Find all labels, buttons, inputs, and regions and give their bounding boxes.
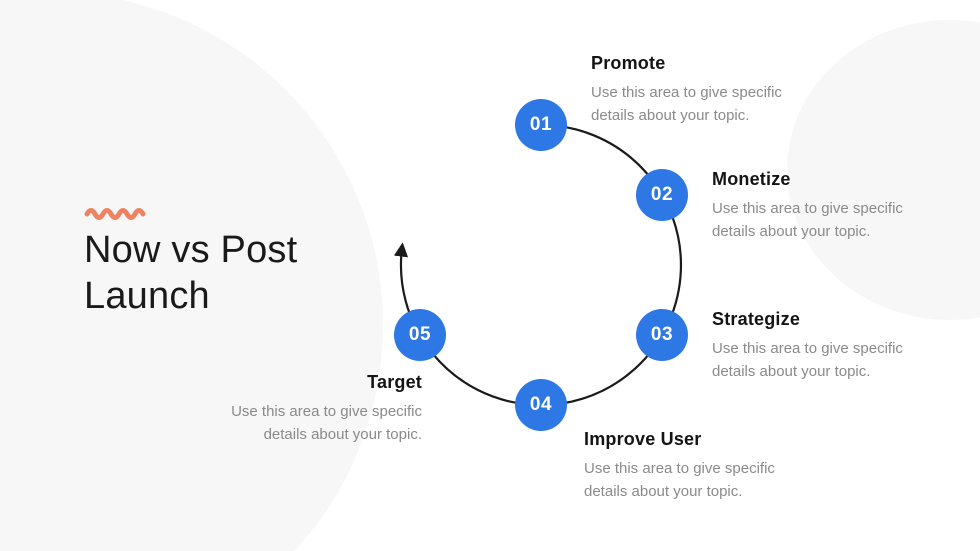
- step-label: Strategize: [712, 309, 801, 329]
- step-item-strategize: Strategize Use this area to give specifi…: [712, 308, 927, 383]
- step-label: Promote: [591, 53, 666, 73]
- step-number: 02: [650, 184, 674, 205]
- step-label: Improve User: [584, 429, 702, 449]
- step-number: 01: [529, 114, 553, 135]
- step-description: Use this area to give specific details a…: [591, 84, 782, 124]
- step-label: Target: [367, 372, 422, 392]
- title-block: Now vs Post Launch: [84, 204, 374, 319]
- step-circle-03: 03: [636, 309, 688, 361]
- step-number: 03: [650, 324, 674, 345]
- step-number: 04: [529, 394, 553, 415]
- squiggle-icon: [84, 208, 146, 220]
- slide-title: Now vs Post Launch: [84, 229, 298, 317]
- step-item-promote: Promote Use this area to give specific d…: [591, 52, 806, 127]
- step-label: Monetize: [712, 169, 791, 189]
- step-circle-01: 01: [515, 99, 567, 151]
- step-circle-04: 04: [515, 379, 567, 431]
- step-circle-05: 05: [394, 309, 446, 361]
- step-circle-02: 02: [636, 169, 688, 221]
- step-description: Use this area to give specific details a…: [231, 403, 422, 443]
- step-number: 05: [408, 324, 432, 345]
- step-item-monetize: Monetize Use this area to give specific …: [712, 168, 927, 243]
- step-description: Use this area to give specific details a…: [584, 460, 775, 500]
- step-item-improve-user: Improve User Use this area to give speci…: [584, 428, 799, 503]
- step-item-target: Target Use this area to give specific de…: [207, 371, 422, 446]
- step-description: Use this area to give specific details a…: [712, 200, 903, 240]
- step-description: Use this area to give specific details a…: [712, 340, 903, 380]
